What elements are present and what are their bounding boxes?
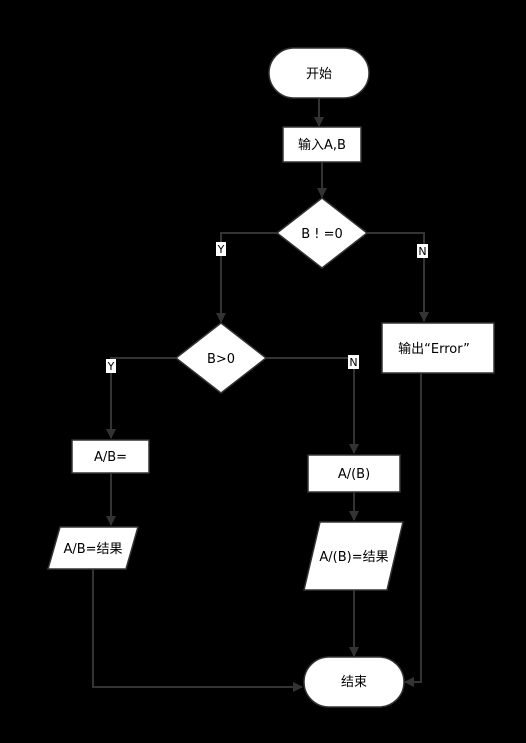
node-result-a-div-paren-b: A/(B)=结果 <box>303 521 404 591</box>
cond-b-positive-label: B>0 <box>207 352 235 367</box>
edges <box>92 98 429 692</box>
compute-a-div-paren-b-process-shape <box>307 454 401 493</box>
start-label: 开始 <box>306 67 332 82</box>
node-cond-b-nonzero: B ! =0 <box>275 197 369 269</box>
edge-labels: Y N Y N <box>106 242 428 373</box>
node-cond-b-positive: B>0 <box>174 322 268 394</box>
end-label: 结束 <box>341 675 367 690</box>
result-a-div-b-label: A/B=结果 <box>63 542 122 557</box>
output-error-process-shape <box>381 322 495 374</box>
start-terminal-shape <box>268 47 370 99</box>
end-terminal-shape <box>303 656 405 708</box>
node-end: 结束 <box>303 656 405 708</box>
result-a-div-paren-b-io-shape <box>303 521 404 591</box>
node-result-a-div-b: A/B=结果 <box>47 526 139 570</box>
node-input: 输入A,B <box>282 126 362 163</box>
compute-a-div-paren-b-label: A/(B) <box>338 467 370 482</box>
no-label-1: N <box>418 245 426 258</box>
no-label-bg-2 <box>348 355 359 369</box>
node-compute-a-div-b: A/B= <box>71 439 150 474</box>
node-output-error: 输出“Error” <box>381 322 495 374</box>
edge-result1-end <box>92 569 303 692</box>
output-error-label: 输出“Error” <box>398 341 470 357</box>
yes-label-bg-2 <box>106 359 116 373</box>
result-a-div-b-io-shape <box>47 526 139 570</box>
edge-cond1-no <box>367 232 429 322</box>
input-process-shape <box>282 126 362 163</box>
node-start: 开始 <box>268 47 370 99</box>
compute-a-div-b-label: A/B= <box>94 450 127 465</box>
cond-b-nonzero-decision-shape <box>275 197 369 269</box>
cond-b-nonzero-label: B ! =0 <box>301 227 343 242</box>
no-label-2: N <box>349 356 357 369</box>
edge-cond2-no <box>266 357 359 454</box>
yes-label-2: Y <box>107 360 115 373</box>
result-a-div-paren-b-label: A/(B)=结果 <box>319 550 388 565</box>
edge-cond1-yes <box>216 232 277 323</box>
edge-cond2-yes <box>106 357 176 439</box>
compute-a-div-b-process-shape <box>71 439 150 474</box>
no-label-bg-1 <box>417 244 428 258</box>
edge-error-end <box>404 373 422 687</box>
cond-b-positive-decision-shape <box>174 322 268 394</box>
node-compute-a-div-paren-b: A/(B) <box>307 454 401 493</box>
yes-label-bg-1 <box>216 242 226 256</box>
input-label: 输入A,B <box>298 137 346 153</box>
yes-label-1: Y <box>217 243 225 256</box>
